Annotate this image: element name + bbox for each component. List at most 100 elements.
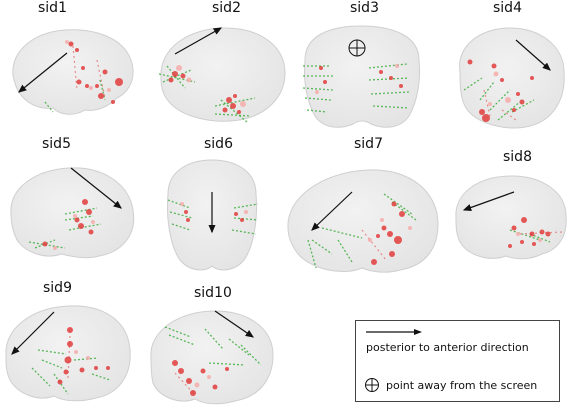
green-trace (233, 203, 259, 209)
brain-panel-sid2 (158, 27, 286, 123)
electrode-contact (519, 99, 525, 105)
green-trace (99, 79, 106, 101)
electrode-contact (399, 84, 403, 88)
electrode-contact (178, 368, 184, 374)
electrode-contact (500, 78, 504, 82)
green-trace (240, 344, 262, 366)
electrode-shaft (72, 45, 78, 91)
electrode-contact (172, 360, 178, 366)
electrode-contact (521, 217, 527, 223)
electrode-shaft (96, 59, 106, 99)
electrode-contact (532, 242, 536, 246)
electrode-contact (102, 69, 108, 75)
electrode-contact (323, 80, 327, 84)
electrode-contact (88, 229, 94, 235)
direction-arrow (11, 311, 55, 355)
green-trace (166, 65, 186, 89)
green-trace (34, 239, 56, 249)
electrode-contact-faint (186, 77, 192, 83)
electrode-contact (491, 63, 497, 69)
green-trace (204, 328, 224, 350)
electrode-contact (67, 341, 73, 347)
circle-cross-icon (365, 378, 379, 392)
electrode-contact (520, 240, 524, 244)
brain-silhouette (5, 305, 131, 402)
green-trace (368, 77, 410, 81)
green-trace (337, 239, 353, 263)
electrode-contact (79, 367, 85, 373)
electrode-contact-faint (91, 220, 95, 224)
electrode-contact (530, 76, 534, 80)
electrode-contact-faint (505, 97, 511, 103)
green-trace (64, 207, 98, 215)
green-trace (162, 69, 192, 83)
panel-label-sid5: sid5 (42, 136, 71, 152)
electrode-contact (225, 367, 229, 371)
green-trace (233, 217, 259, 221)
electrode-contact (529, 231, 535, 237)
green-trace (220, 99, 248, 123)
electrode-contact-faint (538, 238, 542, 242)
brain-panel-sid5 (10, 167, 135, 259)
green-trace (214, 97, 256, 107)
green-trace (304, 97, 332, 101)
green-trace (489, 89, 511, 111)
electrode-contact (212, 384, 218, 390)
electrode-contact (184, 210, 188, 214)
electrode-contact (237, 110, 241, 114)
brain-silhouette (10, 167, 135, 259)
green-trace (311, 239, 333, 255)
electrode-contact (67, 327, 73, 333)
electrode-contact (233, 94, 237, 98)
electrode-contact (64, 356, 72, 364)
direction-arrow (515, 39, 551, 71)
green-trace (31, 367, 51, 387)
brain-silhouette (287, 169, 439, 273)
electrode-contact-faint (180, 202, 184, 206)
brain-silhouette (12, 29, 134, 115)
electrode-contact (42, 241, 48, 247)
electrode-contact-faint (65, 40, 69, 44)
brain-panel-sid8 (455, 175, 567, 260)
electrode-contact-faint (176, 65, 182, 71)
electrode-contact (63, 369, 69, 375)
brain-silhouette (304, 25, 420, 128)
electrode-contact (226, 97, 232, 103)
electrode-shaft (361, 229, 387, 261)
legend-box: posterior to anterior direction point aw… (355, 320, 560, 402)
brain-panel-sid1 (12, 29, 134, 115)
green-trace (64, 215, 94, 221)
electrode-contact-faint (493, 71, 499, 77)
brain-panel-sid10 (150, 310, 274, 405)
electrode-contact-faint (53, 246, 57, 250)
electrode-contact (545, 231, 551, 237)
electrode-contact-faint (244, 210, 248, 214)
electrode-contact (512, 108, 516, 112)
electrode-contact-faint (408, 226, 412, 230)
legend-circle-label: point away from the screen (386, 379, 538, 392)
green-trace (68, 223, 102, 231)
brain-silhouette (160, 27, 286, 122)
panel-label-sid2: sid2 (212, 0, 241, 16)
electrode-contact (82, 199, 88, 205)
green-trace (302, 87, 334, 91)
electrode-contact (389, 76, 393, 80)
electrode-contact (387, 231, 393, 237)
panel-label-sid4: sid4 (493, 0, 522, 16)
electrode-contact (76, 79, 82, 85)
electrode-contact-faint (315, 90, 319, 94)
electrode-contact-faint (74, 350, 78, 354)
electrode-contact (98, 93, 104, 99)
electrode-contact (200, 368, 206, 374)
electrode-contact-faint (194, 382, 200, 388)
electrode-contact (106, 366, 110, 370)
panel-label-sid3: sid3 (350, 0, 379, 16)
electrode-contact (168, 77, 174, 83)
green-trace (171, 223, 191, 231)
electrode-contact (85, 84, 89, 88)
electrode-contact (389, 251, 395, 257)
electrode-contact (399, 211, 405, 217)
green-trace (168, 334, 196, 346)
green-trace (529, 233, 551, 243)
electrode-contact (74, 217, 80, 223)
